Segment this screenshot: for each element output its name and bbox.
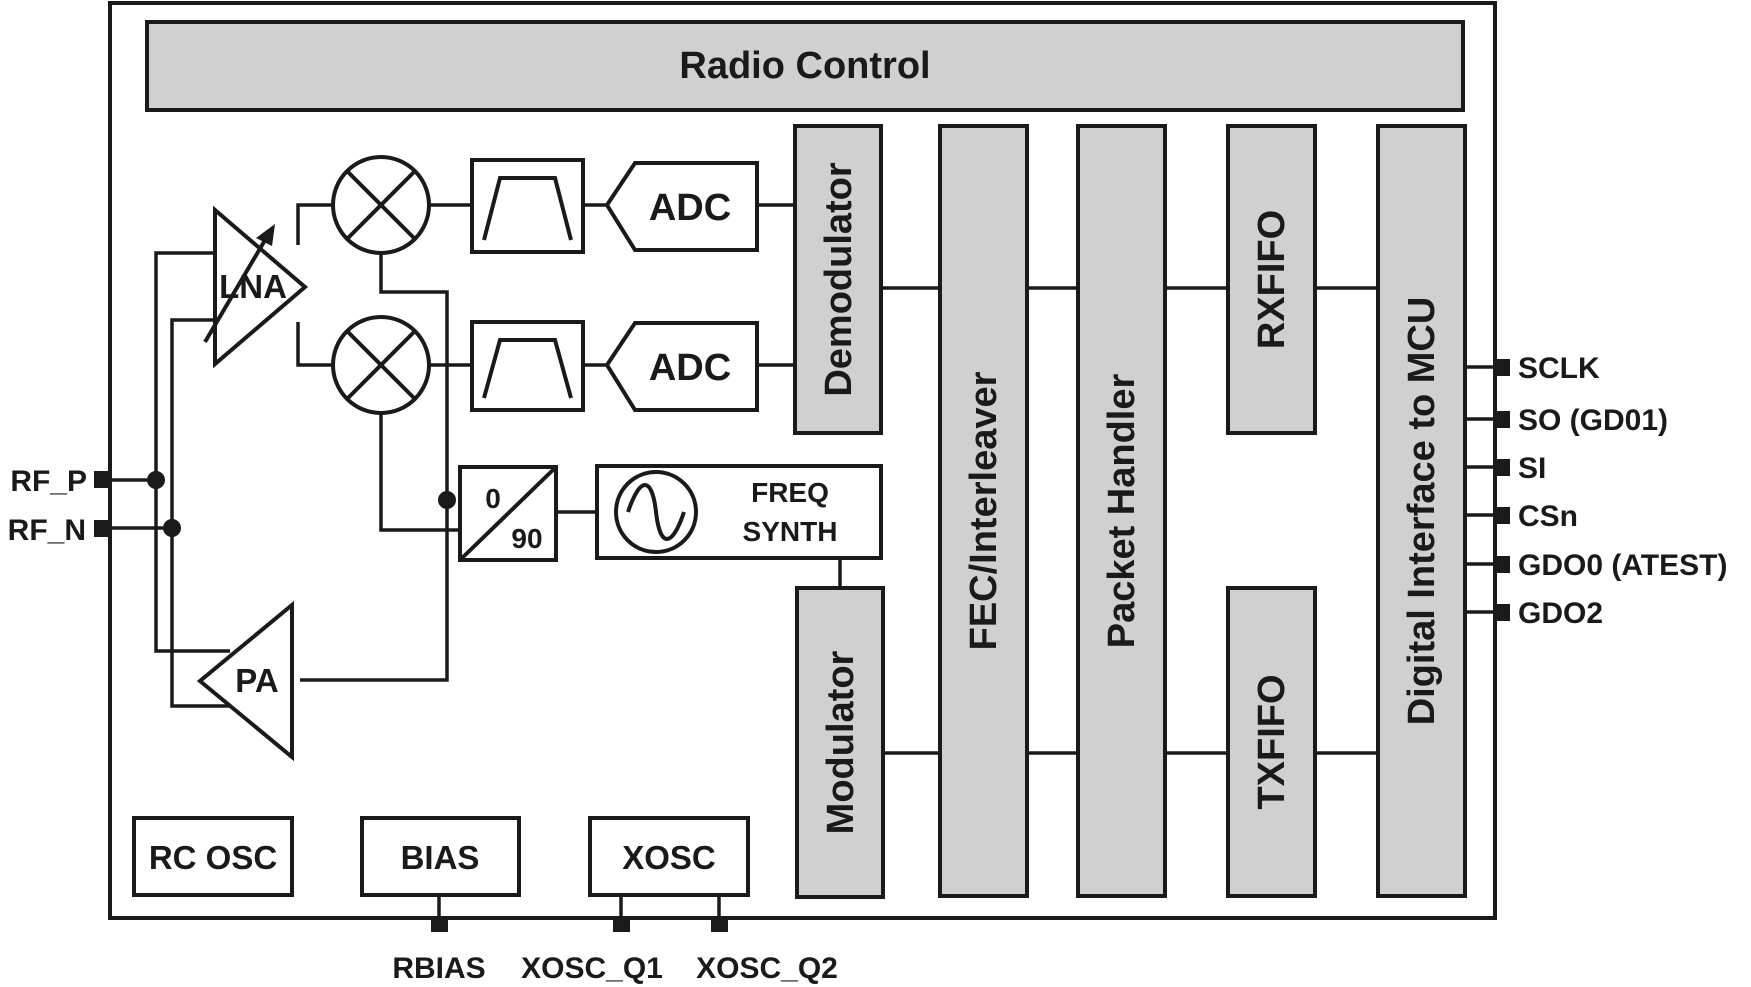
- demodulator-block: [793, 124, 883, 435]
- pin-label-so: SO (GD01): [1518, 404, 1668, 437]
- modulator-label: Modulator: [820, 650, 862, 834]
- demodulator-label: Demodulator: [818, 162, 860, 397]
- fec-interleaver-label: FEC/Interleaver: [963, 371, 1005, 650]
- adc-top-block: [604, 161, 759, 252]
- junction-dot: [163, 519, 181, 537]
- freq-synth-block: [595, 464, 883, 560]
- pin-label-xosc-q1: XOSC_Q1: [521, 952, 663, 985]
- freq-label: FREQ: [751, 477, 829, 508]
- phase-splitter-diagonal: [458, 465, 558, 562]
- bias-label: BIAS: [401, 839, 480, 876]
- mixer-top-icon: [331, 155, 431, 255]
- pin-label-csn: CSn: [1518, 500, 1578, 533]
- connection-lines: [104, 203, 1499, 923]
- radio-control-block: [145, 20, 1465, 112]
- txfifo-label: TXFIFO: [1251, 674, 1293, 809]
- packet-handler-block: [1076, 124, 1167, 898]
- chip-outline: [108, 1, 1497, 920]
- rc-osc-block: [132, 816, 294, 897]
- bandpass-filter-bottom-icon: [470, 320, 585, 412]
- synth-label: SYNTH: [743, 516, 838, 547]
- xosc-label: XOSC: [622, 839, 716, 876]
- digital-interface-block: [1376, 124, 1467, 898]
- pin-label-xosc-q2: XOSC_Q2: [696, 952, 838, 985]
- phase-0-label: 0: [485, 483, 501, 514]
- pa-label: PA: [235, 662, 278, 699]
- pin-label-si: SI: [1518, 452, 1546, 485]
- radio-control-label: Radio Control: [679, 45, 930, 87]
- junction-dot: [147, 471, 165, 489]
- sine-wave-icon: [614, 470, 698, 554]
- adc-bottom-block: [604, 321, 759, 412]
- digital-interface-label: Digital Interface to MCU: [1401, 297, 1443, 726]
- xosc-block: [588, 816, 750, 897]
- pa-amplifier: [196, 600, 294, 762]
- pin-markers: [94, 359, 1510, 932]
- mixer-bottom-icon: [331, 315, 431, 415]
- junction-dot: [438, 491, 456, 509]
- modulator-block: [795, 586, 885, 899]
- rxfifo-block: [1226, 124, 1317, 435]
- pin-label-gdo0: GDO0 (ATEST): [1518, 549, 1727, 582]
- lna-label: LNA: [219, 268, 287, 305]
- lna-arrow-head-icon: [256, 224, 275, 246]
- txfifo-block: [1226, 586, 1317, 898]
- phase-90-label: 90: [511, 523, 542, 554]
- pin-label-rf-p: RF_P: [10, 465, 87, 498]
- pin-label-sclk: SCLK: [1518, 352, 1600, 385]
- pin-label-rbias: RBIAS: [392, 952, 485, 985]
- lna-variable-arrow: [203, 233, 270, 344]
- bandpass-filter-top-icon: [470, 158, 585, 254]
- rc-osc-label: RC OSC: [149, 839, 277, 876]
- adc-top-label: ADC: [649, 187, 731, 229]
- bias-block: [360, 816, 521, 897]
- fec-interleaver-block: [938, 124, 1029, 898]
- pin-label-gdo2: GDO2: [1518, 597, 1603, 630]
- pin-label-rf-n: RF_N: [8, 514, 86, 547]
- packet-handler-label: Packet Handler: [1101, 374, 1143, 649]
- rxfifo-label: RXFIFO: [1251, 210, 1293, 349]
- adc-bottom-label: ADC: [649, 347, 731, 389]
